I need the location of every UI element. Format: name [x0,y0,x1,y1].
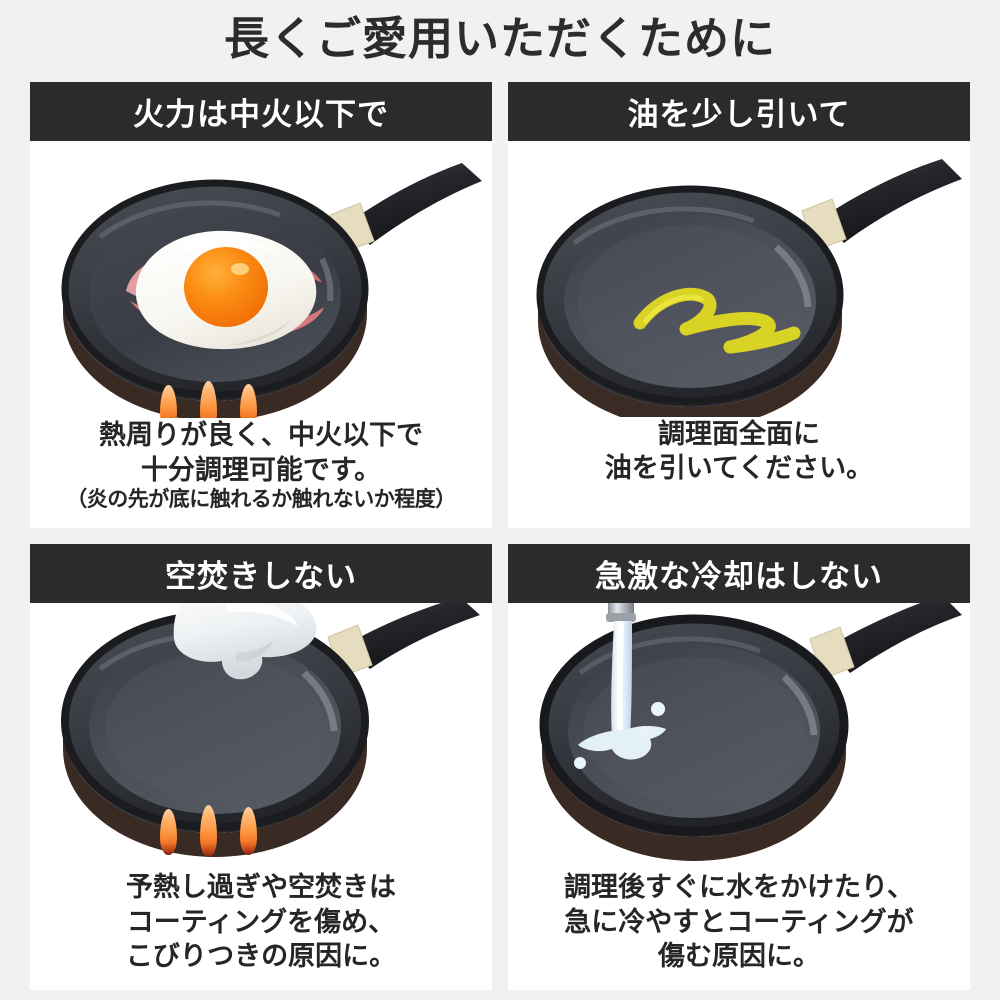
pan-rim-highlight [572,206,755,245]
pan-with-fried-egg-and-bacon-illustration [61,163,482,419]
water-droplet [639,726,649,736]
caption-line: 傷む原因に。 [658,941,820,972]
panel-caption-no-dry-heating: 予熱し過ぎや空焚きは コーティングを傷め、 こびりつきの原因に。 [30,870,492,990]
panel-grid: 火力は中火以下で [30,82,970,990]
empty-pan-smoking-illustration [61,603,480,857]
page-title: 長くご愛用いただくために [223,13,776,64]
water-droplet [574,757,586,769]
panel-no-rapid-cooling: 急激な冷却はしない [508,544,970,990]
flame-icon [240,807,257,855]
pan-rim [539,614,849,836]
flame-icon [200,381,217,419]
pan-rim-highlight-right [301,670,338,732]
panel-art-no-rapid-cooling [508,603,970,871]
egg-yolk [184,247,268,327]
pan-with-oil-squiggle-illustration [536,159,962,417]
panel-art-heat-level [30,141,492,419]
caption-line: 予熱し過ぎや空焚きは [126,872,396,903]
pan-side-wall [542,729,846,861]
pan-rim-highlight-right [781,674,818,736]
panel-header-use-oil: 油を少し引いて [508,82,970,141]
oil-squiggle [633,287,801,354]
pan-surface-sheen [105,653,325,801]
flame-icon [200,805,217,857]
oil-squiggle-highlight [643,294,704,324]
pan-surface-sheen [584,657,804,805]
panel-art-no-dry-heating [30,603,492,871]
panel-header-no-rapid-cooling: 急激な冷却はしない [508,544,970,603]
smoke-highlight [226,603,298,627]
caption-line: 十分調理可能です。 [140,454,382,485]
panel-header-no-dry-heating: 空焚きしない [30,544,492,603]
pan-side-wall [63,293,367,419]
caption-line: こびりつきの原因に。 [125,941,397,972]
panel-caption-use-oil: 調理面全面に 油を引いてください。 [508,417,970,528]
pan-handle [346,603,480,669]
egg-white-highlight [180,237,280,253]
pan-side-wall [63,725,367,857]
panel-heat-level: 火力は中火以下で [30,82,492,528]
caption-line: 熱周りが良く、中火以下で [99,420,423,451]
egg-yolk-highlight [231,263,249,275]
panel-use-oil: 油を少し引いて [508,82,970,528]
pan-rim-highlight [578,636,761,675]
flame-icon [160,385,177,419]
caption-line: 調理後すぐに水をかけたり、 [564,872,914,903]
water-droplet [651,702,665,716]
faucet-nozzle [606,613,636,622]
caption-line: 急に冷やすとコーティングが [564,906,914,937]
panel-art-use-oil [508,141,970,417]
caption-line: 油を引いてください。 [604,453,874,484]
caption-line: 調理面全面に [658,418,820,449]
water-stream-highlight [616,623,624,733]
panel-header-heat-level: 火力は中火以下で [30,82,492,141]
pan-handle [348,163,482,245]
flame-group [158,381,278,419]
flame-group [160,805,280,857]
smoke-plume [173,603,317,680]
panel-caption-heat-level: 熱周りが良く、中火以下で 十分調理可能です。 （炎の先が底に触れるか触れないか程… [30,418,492,528]
smoke-shadow [236,639,274,662]
caption-line: コーティングを傷め、 [126,906,396,937]
flame-icon [160,809,177,855]
pan-rim-highlight-right [319,257,334,302]
panel-caption-no-rapid-cooling: 調理後すぐに水をかけたり、 急に冷やすとコーティングが 傷む原因に。 [508,870,970,990]
pan-rim-highlight-right [773,244,812,308]
pan-handle [828,603,962,673]
pan-cooking-surface [89,640,341,814]
flame-icon [240,384,257,419]
pan-rim [536,185,844,405]
pan-under-running-water-illustration [539,603,962,861]
pan-handle [820,159,962,243]
pan-surface-sheen [578,225,802,377]
panel-no-dry-heating: 空焚きしない [30,544,492,990]
caption-line-note: （炎の先が底に触れるか触れないか程度） [66,488,456,512]
pan-rim-highlight [98,200,281,239]
